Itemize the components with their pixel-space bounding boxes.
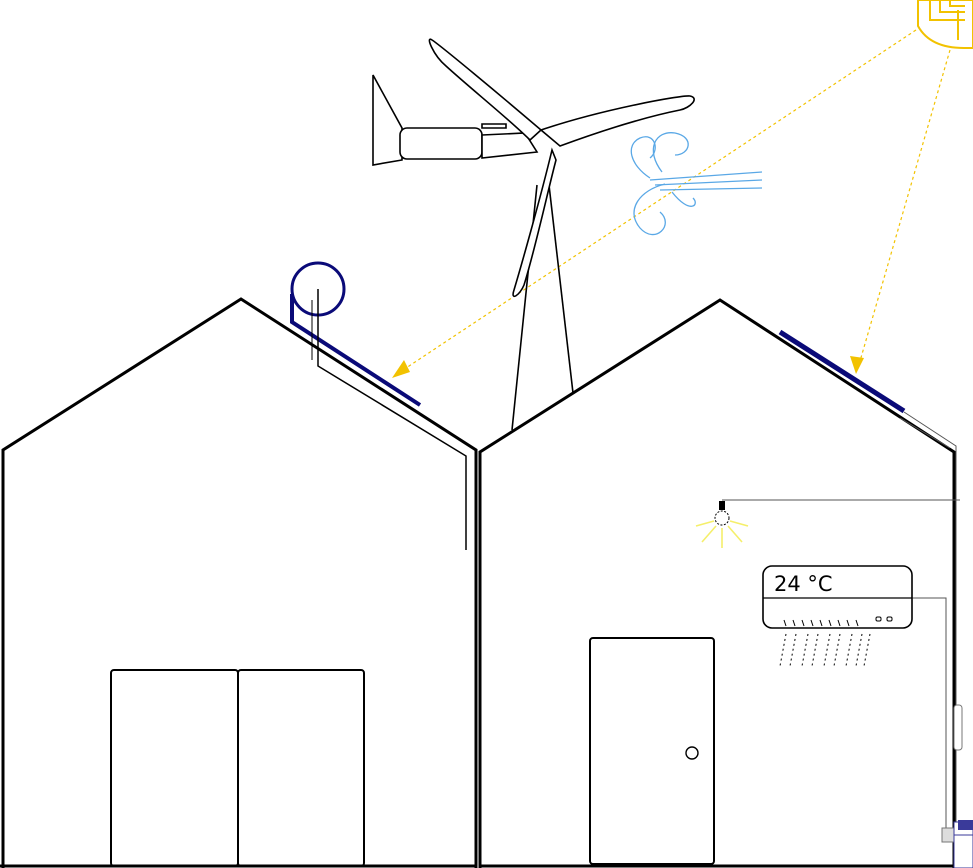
garage-door-icon [110, 669, 365, 867]
solar-water-heater-icon [290, 261, 467, 550]
sunlight-arrowhead-right [850, 356, 864, 374]
light-bulb-icon [695, 501, 749, 548]
door-icon [589, 637, 715, 865]
ac-temperature-display: 24 °C [774, 572, 833, 596]
sunlight-arrowhead-left [392, 360, 410, 378]
wind-turbine-icon [372, 38, 695, 431]
wind-icon [630, 132, 763, 235]
right-house [478, 298, 956, 868]
air-conditioner-icon [762, 565, 913, 667]
air-flow [779, 633, 871, 667]
electrical-wiring [722, 411, 960, 828]
battery-icon [941, 704, 973, 868]
solar-panel-icon [778, 329, 906, 414]
sun-icon [917, 0, 973, 49]
sunlight-rays [399, 29, 951, 373]
